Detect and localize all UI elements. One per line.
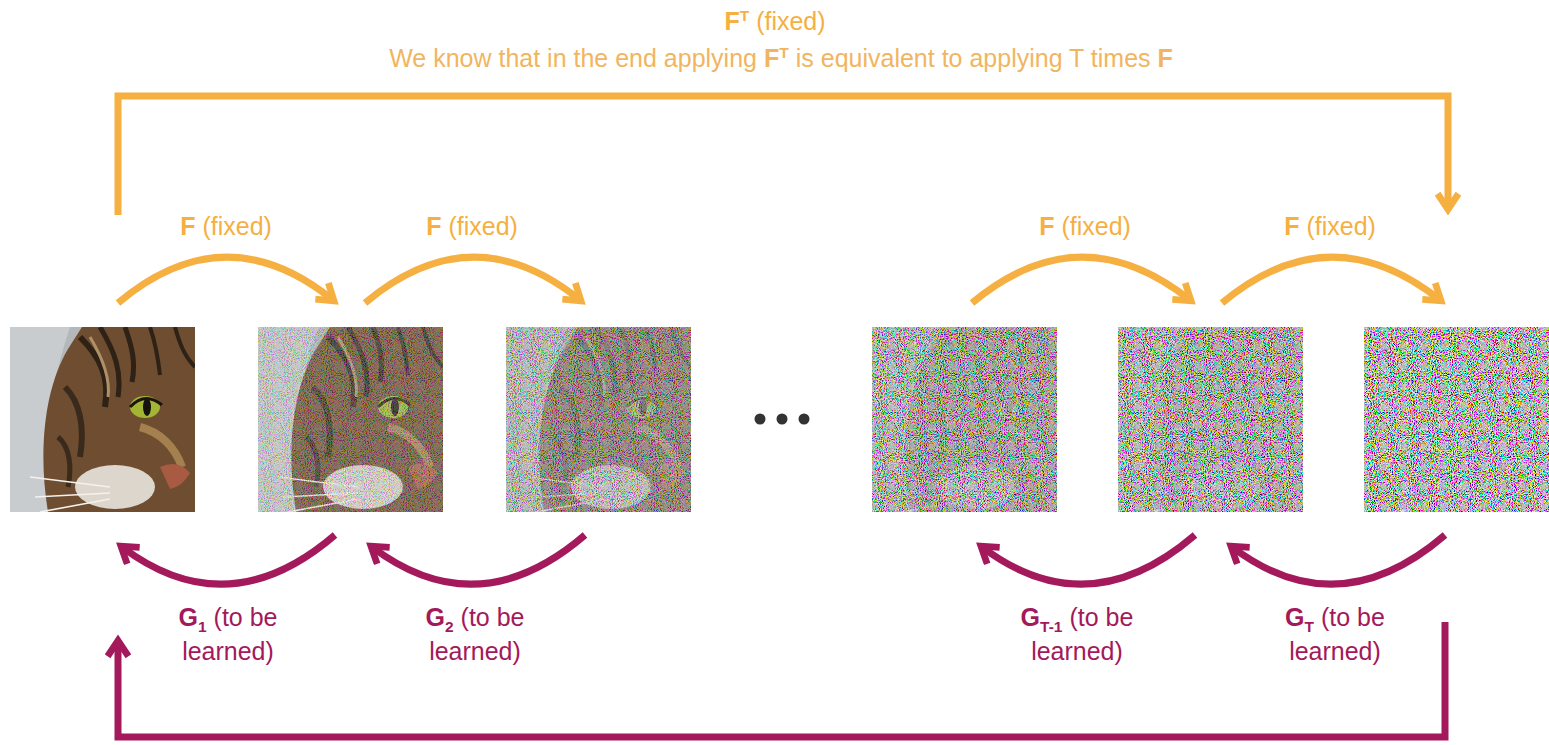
forward-arc [972, 257, 1190, 303]
image-step-t [1364, 327, 1549, 512]
forward-label: F(fixed) [975, 209, 1195, 243]
forward-arc [365, 257, 580, 303]
subscript: T [1305, 618, 1314, 635]
reverse-label: GT-1(to be learned) [987, 600, 1167, 668]
label-text: (fixed) [1306, 212, 1375, 240]
forward-arc [1222, 257, 1440, 303]
subscript: 1 [198, 618, 207, 635]
backward-arc [982, 535, 1195, 584]
superscript: T [740, 7, 749, 24]
forward-arc [118, 257, 333, 303]
label-text: (fixed) [202, 212, 271, 240]
title-formula: FT (fixed) [565, 4, 985, 38]
label-text: G [1021, 603, 1040, 631]
label-text: G [425, 603, 444, 631]
backward-arc [1232, 535, 1445, 584]
label-text: F [724, 7, 739, 35]
label-text: F [426, 212, 441, 240]
label-text: F [180, 212, 195, 240]
label-text: F [1284, 212, 1299, 240]
ellipsis-dots [755, 414, 810, 425]
label-text: is equivalent to applying T times [796, 44, 1151, 72]
image-step-t-1 [1118, 327, 1303, 512]
image-step-1 [258, 327, 443, 512]
superscript: T [779, 44, 788, 61]
label-text: F [1158, 44, 1173, 72]
forward-label: F(fixed) [1220, 209, 1440, 243]
subscript: 2 [445, 618, 454, 635]
reverse-label: GT(to be learned) [1245, 600, 1425, 668]
subscript: T-1 [1040, 618, 1062, 635]
composite-forward-arrow [118, 96, 1448, 215]
label-text: (fixed) [1061, 212, 1130, 240]
reverse-label: G2(to be learned) [385, 600, 565, 668]
explanation-note: We know that in the end applyingFTis equ… [81, 41, 1481, 75]
reverse-label: G1(to be learned) [138, 600, 318, 668]
backward-arc [372, 535, 585, 584]
label-text: (fixed) [756, 7, 825, 35]
label-text: G [178, 603, 197, 631]
label-text: F [1039, 212, 1054, 240]
label-text: (fixed) [448, 212, 517, 240]
label-text: We know that in the end applying [389, 44, 757, 72]
label-text: F [764, 44, 779, 72]
backward-arc [122, 535, 335, 584]
image-step-t-2 [872, 327, 1057, 512]
label-text: G [1285, 603, 1304, 631]
forward-label: F(fixed) [116, 209, 336, 243]
forward-label: F(fixed) [362, 209, 582, 243]
composite-backward-arrow [118, 622, 1445, 737]
image-step-2 [506, 327, 691, 512]
image-step-0 [10, 327, 195, 512]
